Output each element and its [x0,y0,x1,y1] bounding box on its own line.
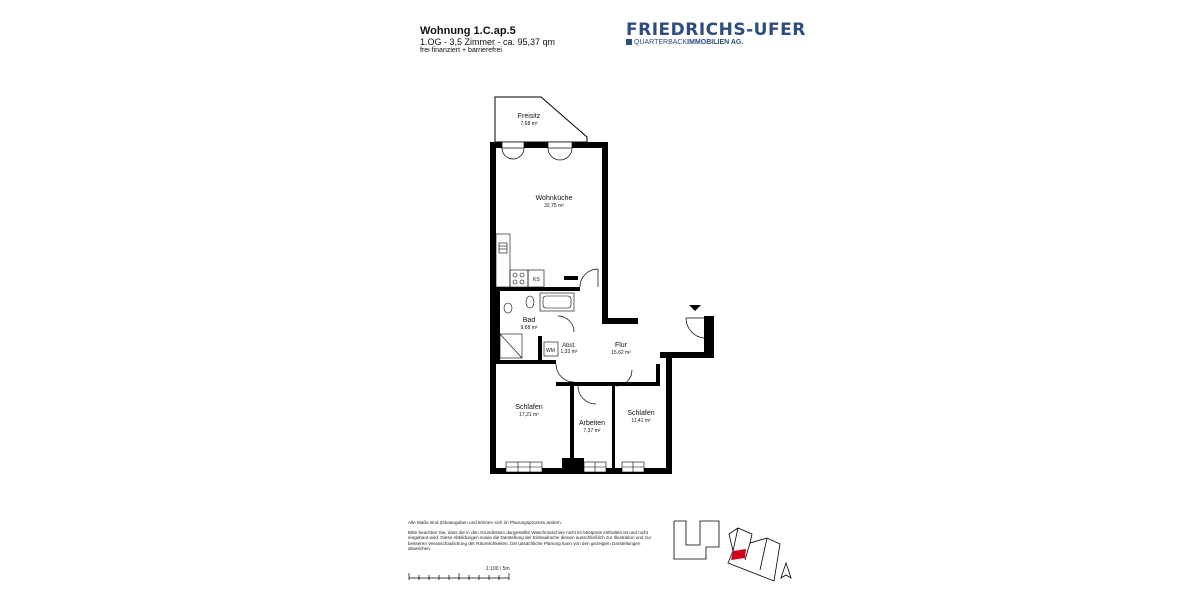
apartment-note: frei finanziert + barrierefrei [420,47,502,54]
room-name-abst: Abst. [562,343,576,349]
door-swings [555,268,705,405]
room-name-freisitz: Freisitz [518,113,541,120]
room-area-abst: 1,33 m² [561,349,578,355]
balcony-doors [501,141,573,161]
apartment-subtitle: 1.OG - 3,5 Zimmer - ca. 95,37 qm [420,37,556,47]
kitchen-fixtures [495,233,545,288]
room-name-bad: Bad [523,317,536,324]
firm-prefix: QUARTERBACK [634,39,688,46]
north-arrow-icon [780,561,792,579]
apartment-title: Wohnung 1.C.ap.5 [420,25,516,37]
brand-name: FRIEDRICHS-UFER [626,20,806,40]
room-name-schlafen-2: Schlafen [627,410,654,417]
wm-label: WM [546,348,555,354]
room-area-schlafen-2: 11,41 m² [631,418,651,424]
bath-fixtures [499,292,575,359]
unit-location-highlight [731,549,746,560]
site-key-plan [673,520,781,582]
apartment-header: Wohnung 1.C.ap.5 1.OG - 3,5 Zimmer - ca.… [420,25,555,54]
entrance-arrow-icon [689,305,701,311]
room-area-bad: 9,68 m² [521,325,538,331]
brand-logo: FRIEDRICHS-UFER QUARTERBACKIMMOBILIEN AG… [626,20,806,46]
room-name-schlafen-1: Schlafen [515,404,542,411]
room-area-freisitz: 7,68 m² [521,121,538,127]
room-name-arbeiten: Arbeiten [579,420,605,427]
firm-suffix: IMMOBILIEN AG. [687,39,744,46]
ks-label: KS [533,277,540,283]
scale-bar [408,573,510,580]
brand-firm: QUARTERBACKIMMOBILIEN AG. [626,39,806,46]
room-labels: Freisitz 7,68 m² Wohnküche 32,75 m² Bad … [515,113,654,434]
room-name-wohnkueche: Wohnküche [536,195,573,202]
room-area-flur: 15,62 m² [611,350,631,356]
room-area-schlafen-1: 17,21 m² [519,412,539,418]
inner-walls [496,276,660,470]
scale-label: 1:100 / 5m [486,566,510,572]
disclaimer: Alle Maße sind Zirkaangaben und können s… [408,520,658,556]
windows [505,461,645,473]
freisitz-outline [494,96,588,143]
firm-logo-icon [626,39,632,46]
room-area-wohnkueche: 32,75 m² [544,203,564,209]
disclaimer-line-1: Alle Maße sind Zirkaangaben und können s… [408,520,562,525]
room-area-arbeiten: 7,37 m² [584,428,601,434]
room-name-flur: Flur [615,342,628,349]
disclaimer-line-2: Bitte beachten Sie, dass die in den Grun… [408,529,652,552]
